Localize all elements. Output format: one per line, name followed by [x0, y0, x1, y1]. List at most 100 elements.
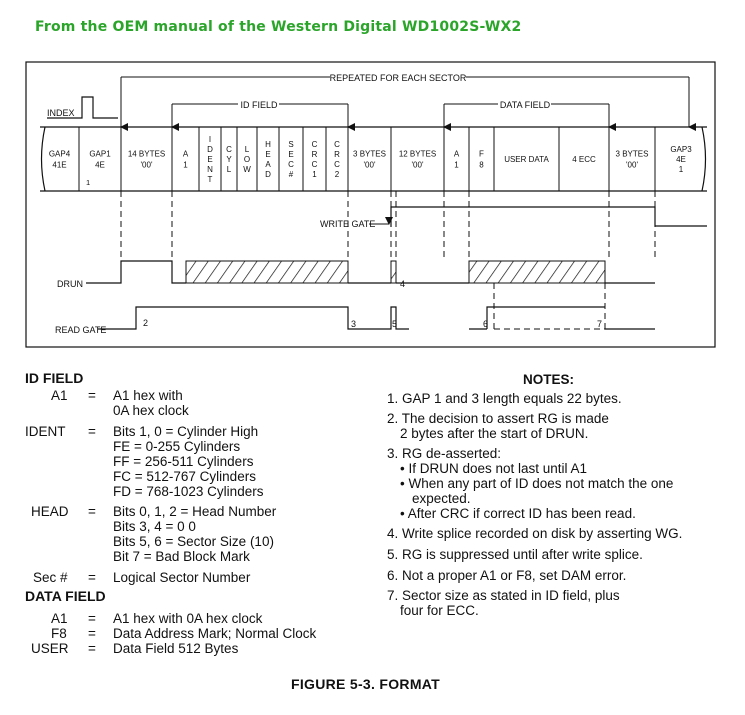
field-12-bytes-text: 12 BYTES [399, 150, 436, 159]
field-sec-text: S [288, 140, 293, 149]
equals: = [88, 626, 96, 641]
marker-3: 3 [351, 319, 356, 329]
equals: = [88, 641, 96, 656]
note-3: 3. RG de-asserted: [387, 446, 502, 461]
note-3-bullet-2-cont: expected. [412, 491, 471, 506]
note-1: 1. GAP 1 and 3 length equals 22 bytes. [387, 391, 622, 406]
field-gap1-text: GAP1 [89, 150, 111, 159]
note-5: 5. RG is suppressed until after write sp… [387, 547, 643, 562]
field-3-bytes-text: '00' [364, 161, 376, 170]
field-crc2-text: C [334, 160, 340, 169]
field-gap1-sub: 1 [86, 178, 90, 187]
figure-caption: FIGURE 5-3. FORMAT [291, 676, 441, 692]
field-head-text: E [265, 150, 270, 159]
field-crc1-text: C [312, 140, 318, 149]
data-a1-key: A1 [51, 611, 68, 626]
data-field-label: DATA FIELD [500, 100, 551, 110]
field-a1-text: A [183, 150, 189, 159]
field-low-text: W [243, 165, 251, 174]
field-4-ecc-text: 4 ECC [572, 155, 596, 164]
field-3-bytes-end-text: 3 BYTES [616, 150, 649, 159]
drun-label: DRUN [57, 279, 83, 289]
field-ident-text: T [208, 175, 213, 184]
field-12-bytes-text: '00' [412, 161, 424, 170]
note-3-bullet-2: • When any part of ID does not match the… [400, 476, 674, 491]
field-crc2-text: R [334, 150, 340, 159]
field-3-bytes-end-text: '00' [626, 161, 638, 170]
write-gate-label: WRITE GATE [320, 219, 375, 229]
equals: = [88, 570, 96, 585]
field-gap1-text: 4E [95, 161, 105, 170]
a1-line-1: A1 hex with [113, 388, 183, 403]
ident-line-2: FE = 0-255 Cylinders [113, 439, 241, 454]
index-label: INDEX [47, 108, 75, 118]
data-field-title: DATA FIELD [25, 588, 106, 604]
marker-2: 2 [143, 318, 148, 328]
f8-key: F8 [51, 626, 67, 641]
id-field-bracket: ID FIELD [171, 100, 355, 131]
field-14-bytes-text: 14 BYTES [128, 150, 165, 159]
head-line-1: Bits 0, 1, 2 = Head Number [113, 504, 277, 519]
equals: = [88, 504, 96, 519]
note-6: 6. Not a proper A1 or F8, set DAM error. [387, 568, 627, 583]
field-ident-text: N [207, 165, 213, 174]
notes-title: NOTES: [523, 372, 575, 387]
field-head-text: H [265, 140, 271, 149]
field-3-bytes-text: 3 BYTES [353, 150, 386, 159]
field-cyl-text: Y [226, 155, 232, 164]
note-4: 4. Write splice recorded on disk by asse… [387, 526, 683, 541]
head-line-3: Bits 5, 6 = Sector Size (10) [113, 534, 274, 549]
equals: = [88, 388, 96, 403]
note-7-line-2: four for ECC. [400, 603, 479, 618]
marker-6: 6 [483, 319, 488, 329]
note-3-bullet-1: • If DRUN does not last until A1 [400, 461, 588, 476]
ident-line-3: FF = 256-511 Cylinders [113, 454, 254, 469]
field-sec-text: E [288, 150, 293, 159]
read-gate-label: READ GATE [55, 325, 106, 335]
equals: = [88, 424, 96, 439]
drun-signal: DRUN [57, 260, 655, 289]
sec-line-1: Logical Sector Number [113, 570, 251, 585]
head-line-4: Bit 7 = Bad Block Mark [113, 549, 250, 564]
field-cyl-text: L [227, 165, 232, 174]
timing-markers: 2 3 4 5 6 7 [143, 279, 602, 329]
ident-line-4: FC = 512-767 Cylinders [113, 469, 256, 484]
field-a1-text: 1 [183, 161, 188, 170]
id-field-title: ID FIELD [25, 370, 84, 386]
diagram-frame [25, 61, 716, 348]
a1-line-2: 0A hex clock [113, 403, 189, 418]
marker-5: 5 [392, 319, 397, 329]
field-head-text: D [265, 170, 271, 179]
ident-line-1: Bits 1, 0 = Cylinder High [113, 424, 259, 439]
field-cyl-text: C [226, 145, 232, 154]
field-14-bytes-text: '00' [141, 161, 153, 170]
page-header: From the OEM manual of the Western Digit… [35, 19, 522, 35]
format-timing-diagram: REPEATED FOR EACH SECTOR ID FIELD DATA F… [25, 61, 716, 348]
field-user-data-text: USER DATA [504, 155, 549, 164]
field-gap3-text: 4E [676, 155, 686, 164]
user-key: USER [31, 641, 69, 656]
field-low-text: L [245, 145, 250, 154]
field-ident-text: D [207, 145, 213, 154]
field-sec-text: # [289, 170, 294, 179]
data-a1-value: A1 hex with 0A hex clock [113, 611, 263, 626]
data-field-bracket: DATA FIELD [443, 100, 616, 131]
field-low-text: O [244, 155, 250, 164]
field-crc1-text: R [312, 150, 318, 159]
field-gap4-text: GAP4 [49, 150, 71, 159]
field-crc2-text: 2 [335, 170, 340, 179]
note-7-line-1: 7. Sector size as stated in ID field, pl… [387, 588, 620, 603]
sec-key: Sec # [33, 570, 68, 585]
field-f8-text: F [479, 150, 484, 159]
field-gap4-text: 41E [52, 161, 66, 170]
field-gap3-text: GAP3 [670, 145, 692, 154]
note-3-bullet-3: • After CRC if correct ID has been read. [400, 506, 636, 521]
index-signal: INDEX [47, 96, 118, 119]
note-2-line-1: 2. The decision to assert RG is made [387, 411, 609, 426]
repeated-bracket: REPEATED FOR EACH SECTOR [120, 73, 696, 131]
marker-4: 4 [400, 279, 405, 289]
field-sec-text: C [288, 160, 294, 169]
ident-key: IDENT [25, 424, 66, 439]
marker-7: 7 [597, 319, 602, 329]
